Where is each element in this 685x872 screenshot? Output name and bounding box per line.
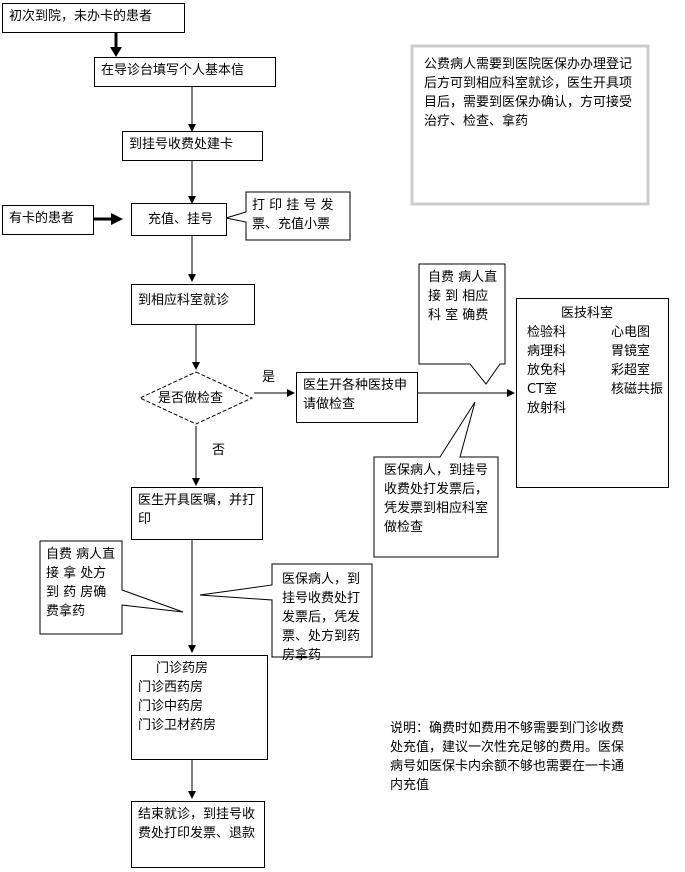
pharmacy-item: 门诊卫材药房 bbox=[138, 718, 217, 733]
tech-dept-item: 胃镜室 bbox=[611, 344, 651, 359]
tech-dept-item: 核磁共振 bbox=[611, 382, 664, 397]
fill-info-box: 在导诊台填写个人基本信 bbox=[94, 57, 276, 87]
prescribe-box: 医生开具医嘱，并打印 bbox=[131, 487, 263, 540]
register-card-box: 到挂号收费处建卡 bbox=[122, 131, 263, 161]
callout-recharge-note bbox=[225, 191, 351, 241]
insured-exam-note: 医保病人，到挂号收费处打发票后，凭发票到相应科室做检查 bbox=[384, 463, 489, 535]
decision-label: 是否做检查 bbox=[158, 391, 224, 406]
tech-dept-box: 医技科室 检验科 病理科 放免科 CT室 放射科 心电图 胃镜室 彩超室 核磁共… bbox=[516, 298, 669, 488]
tech-dept-col2: 心电图 胃镜室 彩超室 核磁共振 bbox=[611, 323, 663, 399]
public-patient-note: 公费病人需要到医院医保办办理登记后方可到相应科室就诊，医生开具项目后，需要到医保… bbox=[424, 57, 633, 129]
yes-label: 是 bbox=[262, 370, 276, 385]
pharmacy-item: 门诊中药房 bbox=[138, 699, 204, 714]
recharge-box: 充值、挂号 bbox=[131, 203, 227, 236]
tech-dept-title: 医技科室 bbox=[561, 306, 614, 321]
start-box: 初次到院，未办卡的患者 bbox=[2, 3, 185, 33]
public-note-frame bbox=[410, 44, 650, 206]
callout-insured-exam bbox=[373, 401, 499, 558]
decision-diamond bbox=[138, 371, 254, 425]
pharmacy-box: 门诊药房 门诊西药房 门诊中药房 门诊卫材药房 bbox=[131, 655, 268, 760]
order-exam-box: 医生开各种医技申请做检查 bbox=[296, 372, 418, 423]
tech-dept-item: 检验科 bbox=[527, 325, 567, 340]
tech-dept-item: 彩超室 bbox=[611, 363, 651, 378]
finish-box: 结束就诊，到挂号收费处打印发票、退款 bbox=[131, 801, 265, 868]
with-card-box: 有卡的患者 bbox=[2, 205, 94, 235]
pharmacy-title: 门诊药房 bbox=[156, 661, 209, 676]
tech-dept-item: 放免科 bbox=[527, 363, 567, 378]
tech-dept-item: 放射科 bbox=[527, 401, 567, 416]
self-pay-exam-note: 自费 病人直接 到 相应 科 室 确费 bbox=[428, 270, 498, 323]
tech-dept-item: 病理科 bbox=[527, 344, 567, 359]
tech-dept-col1: 检验科 病理科 放免科 CT室 放射科 bbox=[527, 323, 566, 418]
explanation-note: 说明：确费时如费用不够需要到门诊收费处充值，建议一次性充足够的费用。医保病号如医… bbox=[390, 721, 625, 793]
callout-self-pay-exam bbox=[418, 263, 506, 385]
tech-dept-item: CT室 bbox=[527, 382, 558, 397]
self-pay-drug-note: 自费 病人直接 拿 处方 到 药 房确费拿药 bbox=[46, 547, 116, 619]
tech-dept-item: 心电图 bbox=[611, 325, 651, 340]
recharge-note: 打 印 挂 号 发 票、充值小票 bbox=[252, 198, 334, 232]
callout-self-pay-drug bbox=[39, 540, 184, 635]
visit-dept-box: 到相应科室就诊 bbox=[131, 284, 255, 325]
insured-drug-note: 医保病人，到挂号收费处打发票后，凭发票、处方到药房拿药 bbox=[282, 572, 361, 663]
pharmacy-item: 门诊西药房 bbox=[138, 680, 204, 695]
callout-insured-drug bbox=[199, 563, 373, 658]
no-label: 否 bbox=[212, 443, 226, 458]
